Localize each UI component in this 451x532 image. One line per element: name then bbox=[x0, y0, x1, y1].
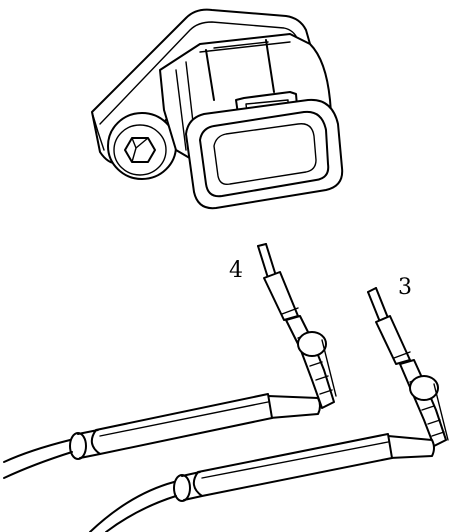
hex-bolt bbox=[107, 112, 177, 180]
probe-pin-3 bbox=[367, 287, 389, 323]
probe-label-4: 4 bbox=[229, 258, 243, 283]
test-cable-4 bbox=[3, 439, 73, 479]
sensor-connector bbox=[91, 8, 344, 210]
connector-flange-edge bbox=[99, 21, 299, 125]
test-cable-3 bbox=[89, 481, 177, 532]
test-lead-4 bbox=[3, 243, 337, 479]
alligator-clip-4 bbox=[285, 315, 335, 409]
probe-handle-4 bbox=[264, 395, 321, 419]
probe-pin-4 bbox=[257, 243, 277, 279]
test-lead-3 bbox=[89, 287, 449, 532]
probe-handle-3 bbox=[384, 435, 435, 459]
probe-label-3: 3 bbox=[398, 275, 412, 300]
connector-socket-face bbox=[185, 98, 344, 210]
